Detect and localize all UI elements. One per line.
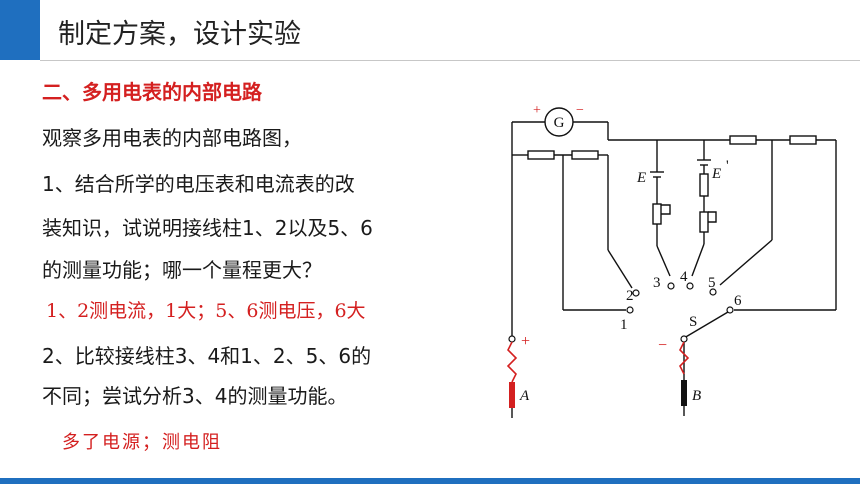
terminal-3-label: 3 [653, 275, 661, 291]
terminal-5 [709, 288, 717, 296]
rheostat-2 [699, 211, 709, 233]
battery-e-prime-mark: ' [726, 158, 729, 174]
terminal-3 [667, 282, 675, 290]
shunt-resistor-1 [527, 150, 555, 160]
probe-b-label: B [692, 388, 701, 404]
terminal-1 [626, 306, 634, 314]
galvanometer-plus: + [533, 103, 541, 118]
terminal-5-label: 5 [708, 275, 716, 291]
probe-b-jack [680, 335, 688, 343]
body-line-2: 1、结合所学的电压表和电流表的改 [42, 172, 355, 196]
header-divider [40, 60, 860, 61]
shunt-resistor-2 [571, 150, 599, 160]
page-title: 制定方案，设计实验 [58, 19, 301, 50]
series-resistor-2 [789, 135, 817, 145]
battery-e-prime-label: E [711, 166, 721, 182]
terminal-4 [686, 282, 694, 290]
body-line-5: 2、比较接线柱3、4和1、2、5、6的 [42, 344, 372, 368]
body-line-4: 的测量功能；哪一个量程更大？ [42, 258, 322, 282]
galvanometer-minus: − [576, 103, 584, 118]
terminal-2-label: 2 [626, 288, 634, 304]
terminal-2 [632, 289, 640, 297]
rheostat-1 [652, 203, 662, 225]
probe-a-sign: + [521, 333, 530, 350]
probe-a [509, 382, 515, 408]
header-accent-bar [0, 0, 40, 60]
section-title: 二、多用电表的内部电路 [42, 80, 262, 104]
galvanometer-label: G [554, 115, 565, 131]
terminal-6 [726, 306, 734, 314]
body-line-3: 装知识，试说明接线柱1、2以及5、6 [42, 216, 373, 240]
probe-a-label: A [519, 388, 530, 404]
terminal-4-label: 4 [680, 269, 688, 285]
body-line-6: 不同；尝试分析3、4的测量功能。 [42, 384, 348, 408]
terminal-6-label: 6 [734, 293, 742, 309]
resistor-3 [699, 173, 709, 197]
probe-b-sign: − [658, 337, 667, 354]
terminal-1-label: 1 [620, 317, 628, 333]
series-resistor-1 [729, 135, 757, 145]
body-line-1: 观察多用电表的内部电路图， [42, 126, 302, 150]
probe-b [681, 380, 687, 406]
switch-label: S [689, 314, 697, 330]
probe-a-jack [508, 335, 516, 343]
answer-2: 多了电源；测电阻 [62, 432, 222, 453]
bottom-accent-bar [0, 478, 860, 484]
answer-1: 1、2测电流，1大；5、6测电压，6大 [46, 300, 366, 322]
battery-e-label: E [636, 170, 646, 186]
